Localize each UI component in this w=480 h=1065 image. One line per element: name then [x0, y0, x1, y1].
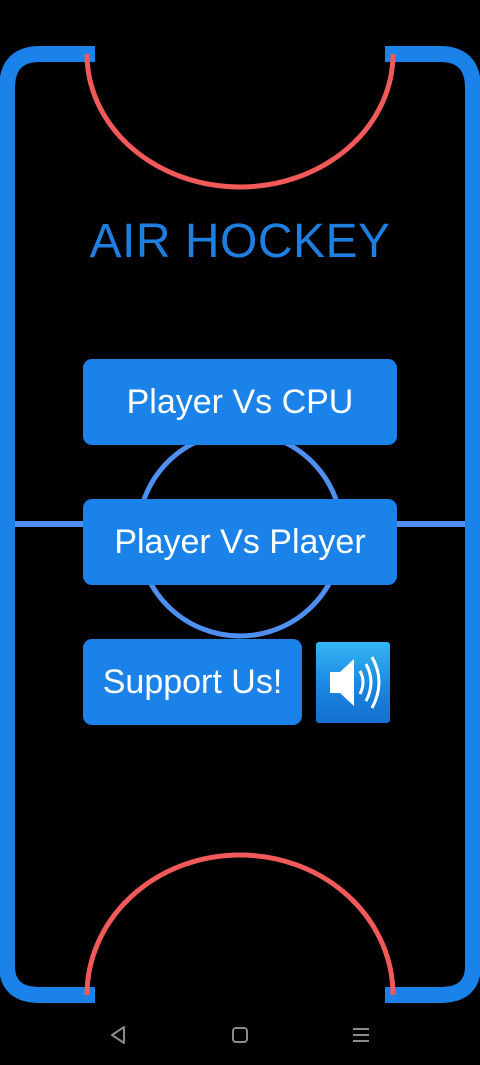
support-us-label: Support Us! — [102, 662, 283, 701]
player-vs-player-label: Player Vs Player — [114, 522, 366, 561]
triangle-back-icon[interactable] — [106, 1023, 130, 1047]
support-us-button[interactable]: Support Us! — [83, 639, 302, 725]
bottom-goal-arc — [84, 852, 396, 996]
game-title: AIR HOCKEY — [89, 215, 391, 268]
system-navigation-bar — [0, 1005, 480, 1065]
three-lines-menu-icon[interactable] — [349, 1023, 373, 1047]
sound-toggle-button[interactable] — [316, 642, 390, 723]
rink-border — [0, 46, 480, 1003]
player-vs-player-button[interactable]: Player Vs Player — [83, 499, 397, 585]
square-home-icon[interactable] — [228, 1023, 252, 1047]
speaker-on-icon — [330, 656, 381, 709]
player-vs-cpu-button[interactable]: Player Vs CPU — [83, 359, 397, 445]
top-goal-arc — [84, 53, 396, 190]
player-vs-cpu-label: Player Vs CPU — [126, 382, 354, 421]
